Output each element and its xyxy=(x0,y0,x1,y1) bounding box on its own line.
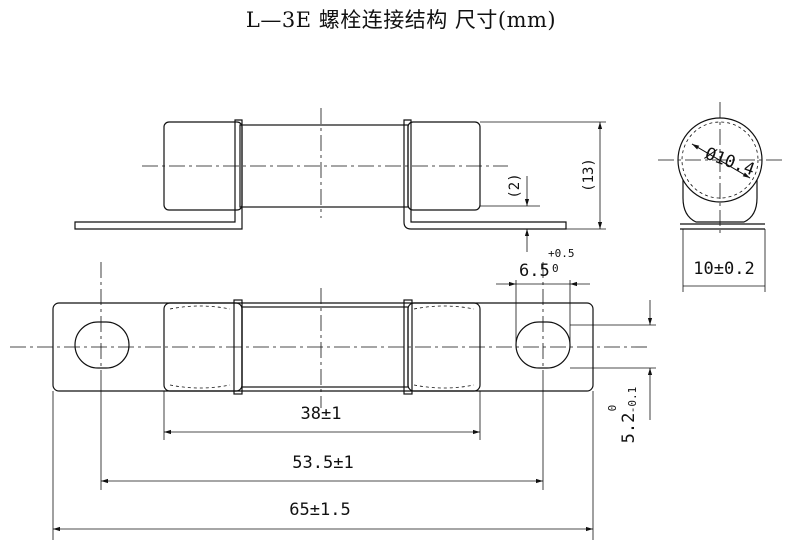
dim-6-5-label: 6.5 xyxy=(519,261,550,281)
left-mounting-hole xyxy=(74,321,130,369)
dim-6-5-upper: +0.5 xyxy=(548,247,575,260)
left-terminal-bracket xyxy=(74,119,243,230)
end-view: Ø10.4 10±0.2 xyxy=(658,102,782,292)
right-terminal-bracket xyxy=(403,119,567,230)
dim-diameter-label: Ø10.4 xyxy=(702,144,757,180)
dim-5-2-lower: -0.1 xyxy=(626,387,639,414)
dim-13-label: (13) xyxy=(581,158,597,192)
dim-10-label: 10±0.2 xyxy=(693,259,754,279)
dim-5-2-upper: 0 xyxy=(606,405,619,412)
dim-38-label: 38±1 xyxy=(301,404,342,424)
dim-6-5-lower: 0 xyxy=(552,262,559,275)
side-view: (2) (13) xyxy=(74,108,606,252)
dim-5-2-label: 5.2 xyxy=(619,413,639,444)
top-view: 6.5 +0.5 0 5.2 0 -0.1 38±1 53.5±1 65±1.5 xyxy=(10,247,656,540)
dim-53-5-label: 53.5±1 xyxy=(292,453,353,473)
page-title: L—3E 螺栓连接结构 尺寸(mm) xyxy=(245,8,557,32)
dim-2-label: (2) xyxy=(507,173,523,198)
dim-65-label: 65±1.5 xyxy=(289,500,350,520)
